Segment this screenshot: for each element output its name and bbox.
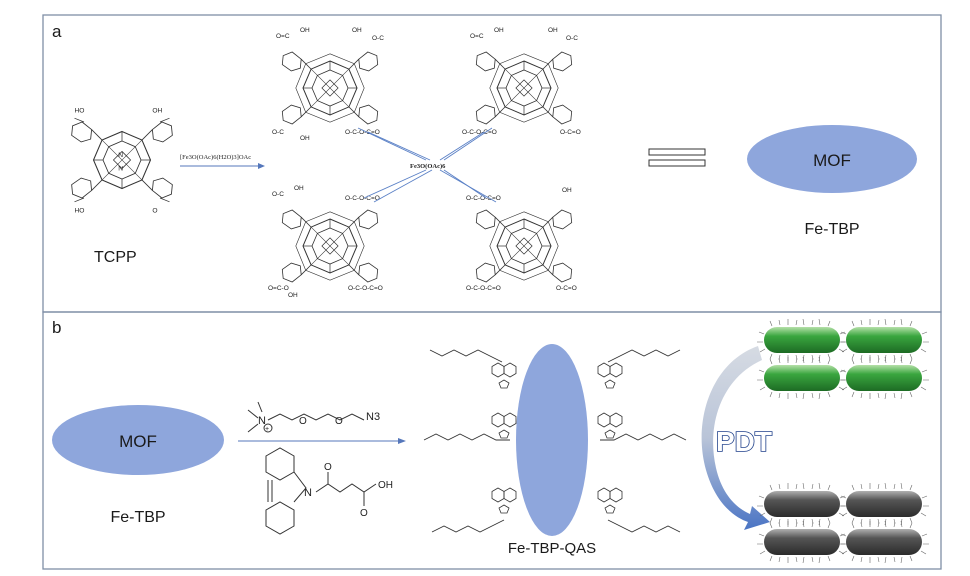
svg-text:O-C: O-C xyxy=(272,191,284,198)
svg-text:O-C-O-C=O: O-C-O-C=O xyxy=(466,285,501,292)
bacteria-dead xyxy=(756,482,930,564)
fe-tbp-label-b: Fe-TBP xyxy=(110,509,165,526)
panel-b-label: b xyxy=(52,318,61,337)
pdt-label: PDT xyxy=(716,426,772,457)
mof-porphyrin-top-right xyxy=(476,52,571,124)
svg-text:OH: OH xyxy=(300,135,310,142)
svg-text:OH: OH xyxy=(562,187,572,194)
amide-n: N xyxy=(304,487,312,499)
svg-text:OH: OH xyxy=(352,27,362,34)
panel-b-frame xyxy=(42,311,942,570)
amide-o: O xyxy=(324,462,332,473)
svg-text:OH: OH xyxy=(288,292,298,299)
ether-o-2: O xyxy=(335,416,343,427)
mof-ellipse-a xyxy=(747,125,917,193)
svg-text:O-C-O-C=O: O-C-O-C=O xyxy=(466,195,501,202)
acid-oh: OH xyxy=(378,480,393,491)
svg-text:O-C: O-C xyxy=(272,129,284,136)
svg-text:N: N xyxy=(118,165,123,172)
tcpp-label: TCPP xyxy=(94,249,137,266)
reagent-label: [Fe3O(OAc)6(H2O)3]OAc xyxy=(180,154,251,161)
svg-text:O-C-O-C=O: O-C-O-C=O xyxy=(345,129,380,136)
mof-ellipse-b xyxy=(52,405,224,475)
fe-tbp-qas-label: Fe-TBP-QAS xyxy=(508,540,596,557)
dbco-acid-reagent xyxy=(265,447,377,535)
svg-text:O-C-O-C=O: O-C-O-C=O xyxy=(345,195,380,202)
panel-a-label: a xyxy=(52,22,62,41)
svg-text:O: O xyxy=(152,207,157,214)
svg-text:N: N xyxy=(118,152,123,159)
ammonium-n: N xyxy=(258,415,266,427)
azide-label: N3 xyxy=(366,411,380,423)
svg-text:O-C=O: O-C=O xyxy=(560,129,581,136)
qas-mof-ellipse xyxy=(516,344,588,536)
svg-text:+: + xyxy=(265,426,269,433)
svg-text:O-C=O: O-C=O xyxy=(556,285,577,292)
svg-text:OH: OH xyxy=(494,27,504,34)
svg-text:HO: HO xyxy=(75,108,85,115)
mof-porphyrin-bottom-right xyxy=(476,210,571,282)
svg-text:OH: OH xyxy=(300,27,310,34)
svg-text:O=C-O: O=C-O xyxy=(268,285,289,292)
svg-text:O-C-O-C=O: O-C-O-C=O xyxy=(462,129,497,136)
svg-text:O=C: O=C xyxy=(276,33,290,40)
mof-label-a: MOF xyxy=(813,151,851,170)
ether-o-1: O xyxy=(299,416,307,427)
svg-text:O-C: O-C xyxy=(372,35,384,42)
svg-text:OH: OH xyxy=(294,185,304,192)
svg-text:OH: OH xyxy=(152,108,162,115)
cluster-links xyxy=(357,127,497,203)
svg-text:O-C-O-C=O: O-C-O-C=O xyxy=(348,285,383,292)
svg-text:HO: HO xyxy=(75,207,85,214)
carboxylate-labels: O=COH OHO-C O=COH OHO-C O-COH O-C-O-C=O … xyxy=(268,27,581,299)
bacteria-live xyxy=(756,318,930,400)
tcpp-molecule: N N HO OH HO O xyxy=(71,108,173,214)
cluster-label: Fe3O(OAc)6 xyxy=(410,163,446,170)
svg-text:OH: OH xyxy=(548,27,558,34)
acid-o: O xyxy=(360,508,368,519)
mof-label-b: MOF xyxy=(119,432,157,451)
equals-sign xyxy=(648,148,706,167)
qas-azide-reagent xyxy=(247,401,365,433)
svg-text:O-C: O-C xyxy=(566,35,578,42)
mof-porphyrin-top-left xyxy=(282,52,377,124)
mof-porphyrin-bottom-left xyxy=(282,210,377,282)
fe-tbp-label-a: Fe-TBP xyxy=(804,221,859,238)
pdt-curve-arrow xyxy=(701,346,770,530)
qas-arms xyxy=(423,349,687,533)
svg-text:O=C: O=C xyxy=(470,33,484,40)
